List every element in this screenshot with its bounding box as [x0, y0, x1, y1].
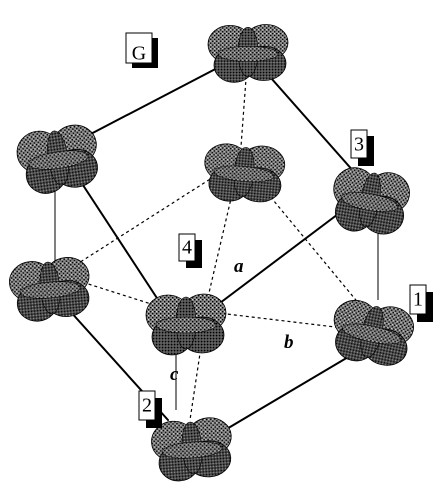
- label-g-box: G: [125, 32, 158, 68]
- orbital-site-g: [207, 24, 289, 83]
- label-g: G: [132, 43, 146, 65]
- axis-label-a: a: [234, 256, 244, 277]
- orbital-lobes: [7, 24, 418, 484]
- label-4-box: 4: [178, 233, 202, 268]
- orbital-top-left: [13, 121, 103, 198]
- axis-label-c: c: [170, 364, 179, 385]
- label-site-3: 3: [354, 134, 364, 156]
- orbital-site-1: [325, 294, 418, 373]
- label-2-box: 2: [138, 390, 162, 428]
- orbital-left-middle: [7, 255, 94, 324]
- label-site-2: 2: [142, 395, 152, 417]
- orbital-front-center: [145, 293, 227, 356]
- orbital-site-4-center: [201, 140, 287, 207]
- label-site-1: 1: [413, 289, 423, 311]
- axis-label-b: b: [284, 332, 294, 353]
- dashed-line-axis-b: [209, 311, 361, 331]
- unit-cell-edges: [54, 51, 379, 431]
- label-site-4: 4: [182, 237, 192, 259]
- orbital-site-2: [149, 415, 235, 484]
- cell-edge-bottom-right: [224, 349, 361, 431]
- orbital-site-3: [326, 162, 414, 241]
- dashed-line-axis-c: [189, 319, 206, 421]
- label-3-box: 3: [350, 129, 374, 166]
- dashed-bonds: [59, 51, 361, 421]
- label-1-box: 1: [409, 284, 433, 322]
